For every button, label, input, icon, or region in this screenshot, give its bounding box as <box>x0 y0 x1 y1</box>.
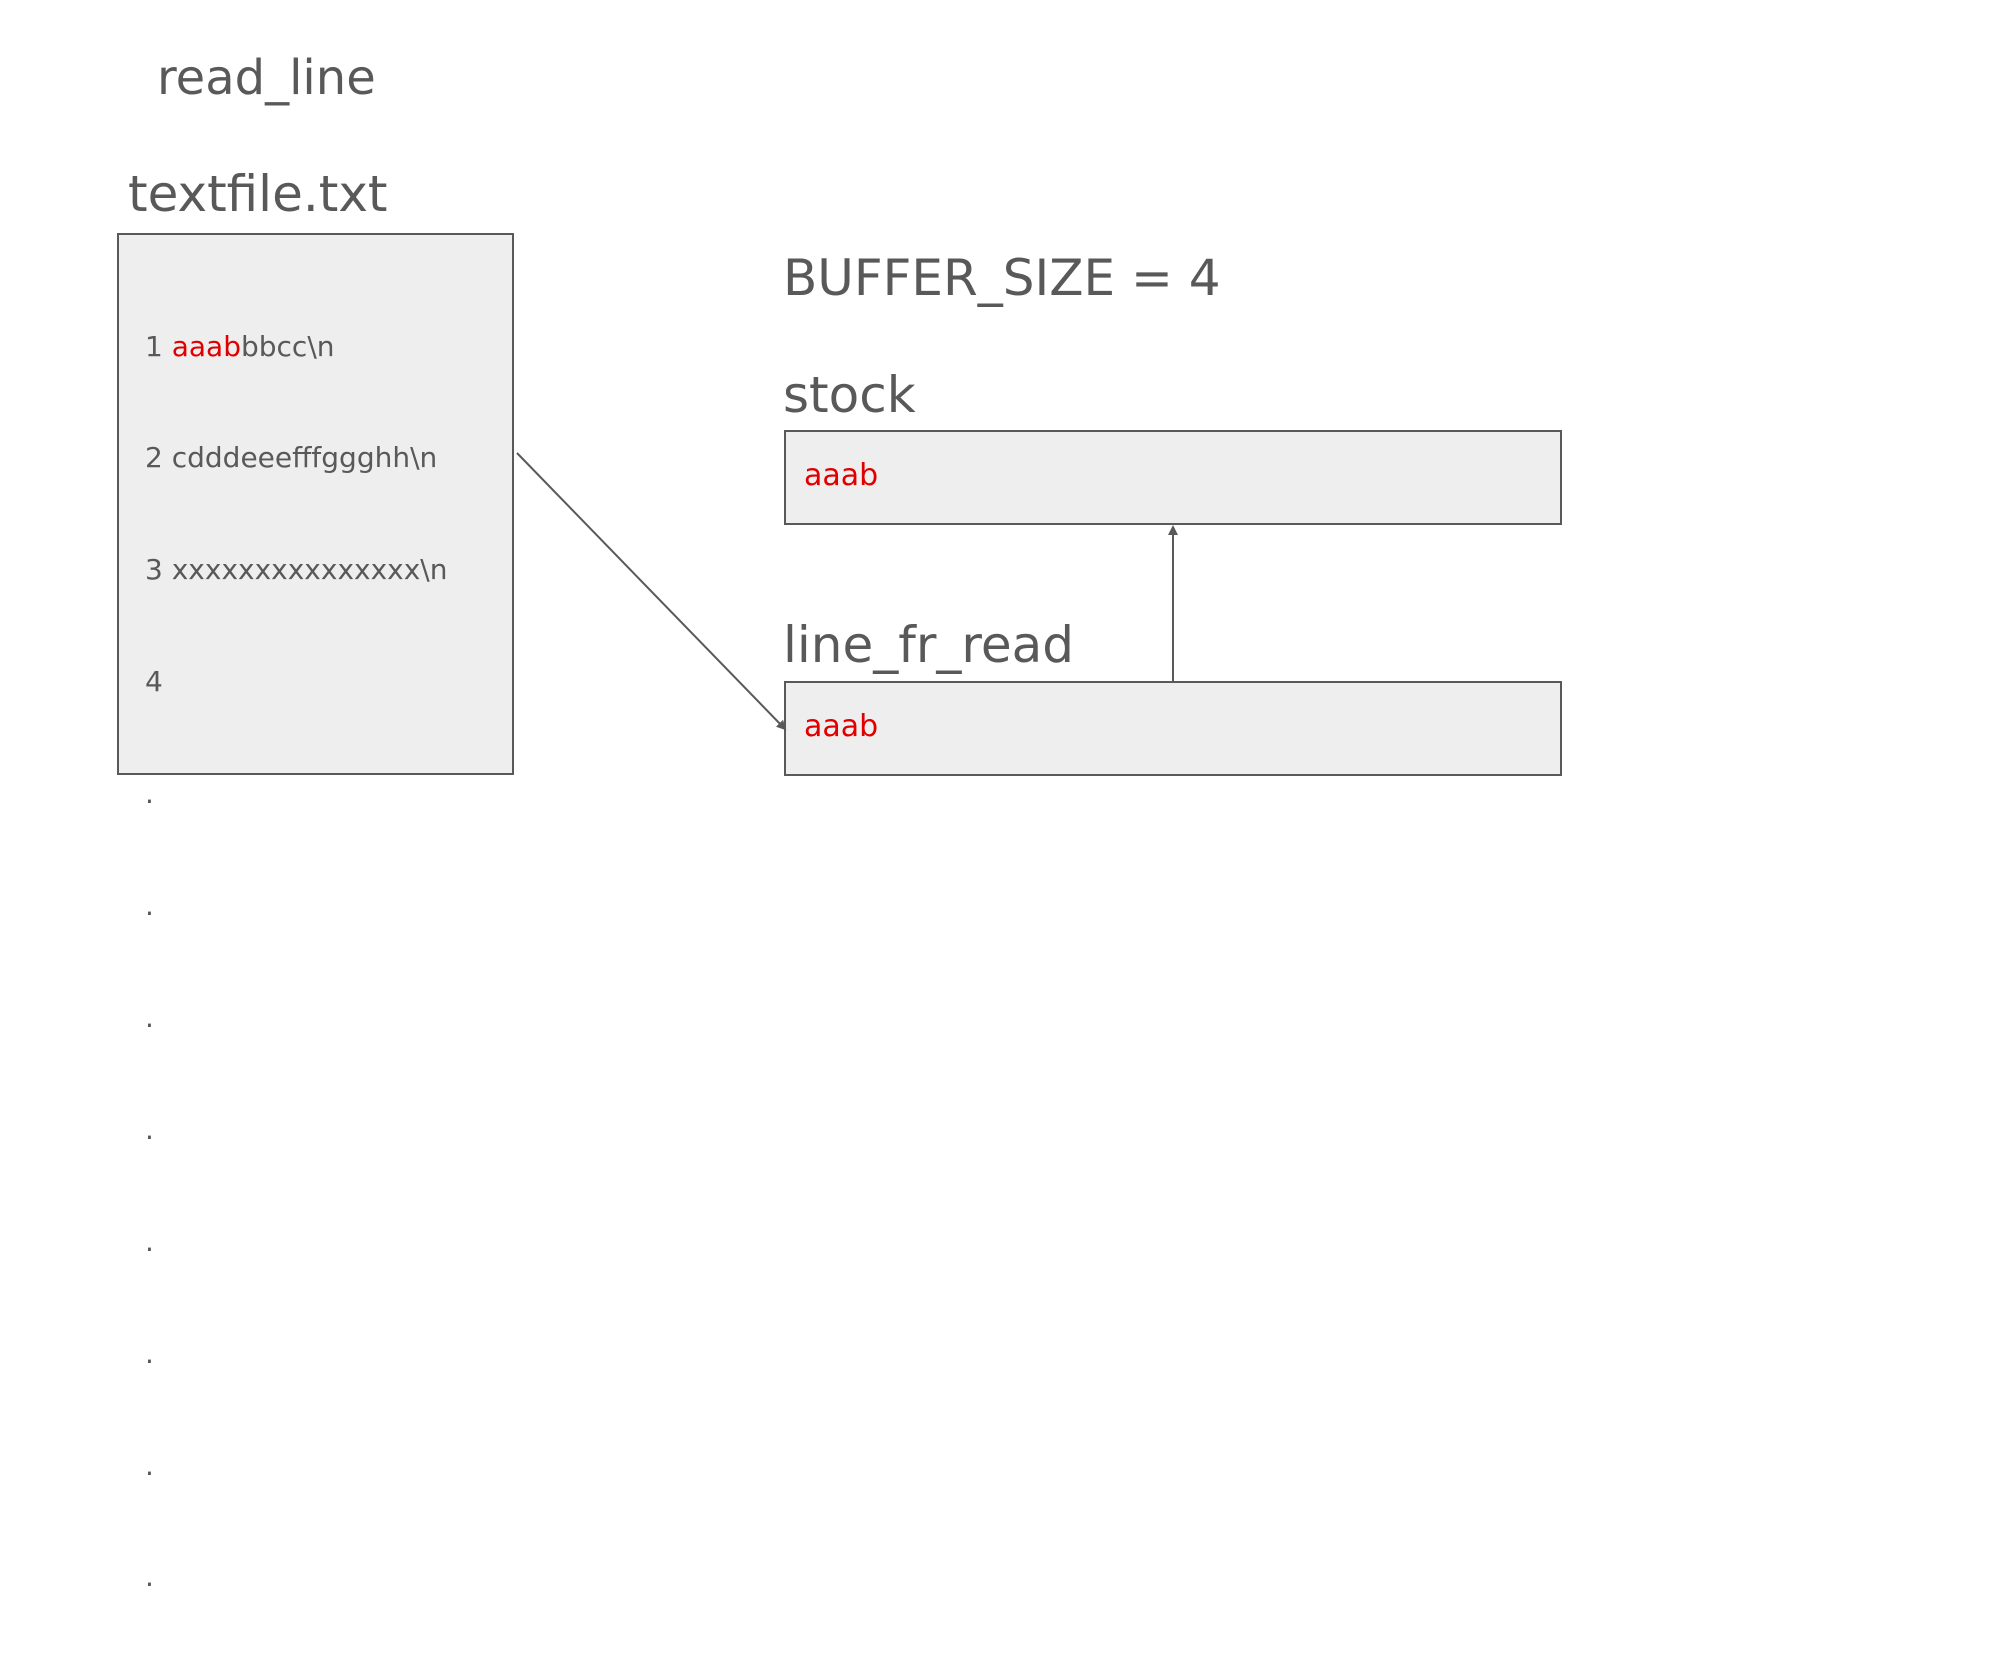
ellipsis-dot: . <box>145 889 154 923</box>
line-fr-read-label: line_fr_read <box>783 616 1074 674</box>
line-number: 1 <box>145 329 163 363</box>
file-line-3: 3 xxxxxxxxxxxxxxx\n <box>145 551 447 588</box>
file-line-1: 1 aaabbbcc\n <box>145 328 447 365</box>
file-lines: 1 aaabbbcc\n 2 cdddeeefffggghh\n 3 xxxxx… <box>145 253 447 1670</box>
line-rest: bbcc\n <box>240 329 335 363</box>
diagram-title: read_line <box>157 50 376 106</box>
line-number: 2 <box>145 441 163 475</box>
textfile-box: 1 aaabbbcc\n 2 cdddeeefffggghh\n 3 xxxxx… <box>117 233 514 1593</box>
file-name-label: textfile.txt <box>128 165 388 223</box>
ellipsis-dot: . <box>145 1000 154 1034</box>
stock-label: stock <box>783 366 916 424</box>
ellipsis-dot: . <box>145 1336 154 1370</box>
line-fr-read-value: aaab <box>804 709 879 744</box>
ellipsis-dot: . <box>145 1448 154 1482</box>
ellipsis-dot: . <box>145 1560 154 1594</box>
line-rest: xxxxxxxxxxxxxxx\n <box>171 553 448 587</box>
line-number: 3 <box>145 553 163 587</box>
file-line-4: 4 <box>145 663 447 700</box>
stock-box: aaab <box>784 430 1562 525</box>
stock-value: aaab <box>804 458 879 493</box>
ellipsis-dot: . <box>145 777 154 811</box>
line-fr-read-box: aaab <box>784 681 1562 776</box>
arrows-layer <box>516 452 1178 731</box>
line-highlight: aaab <box>171 329 241 363</box>
file-line-2: 2 cdddeeefffggghh\n <box>145 439 447 476</box>
ellipsis-dot: . <box>145 1224 154 1258</box>
file-to-line-fr-read-arrow <box>516 452 787 731</box>
buffer-size-label: BUFFER_SIZE = 4 <box>783 249 1221 307</box>
line-number: 4 <box>145 665 163 699</box>
line-rest: cdddeeefffggghh\n <box>171 441 438 475</box>
